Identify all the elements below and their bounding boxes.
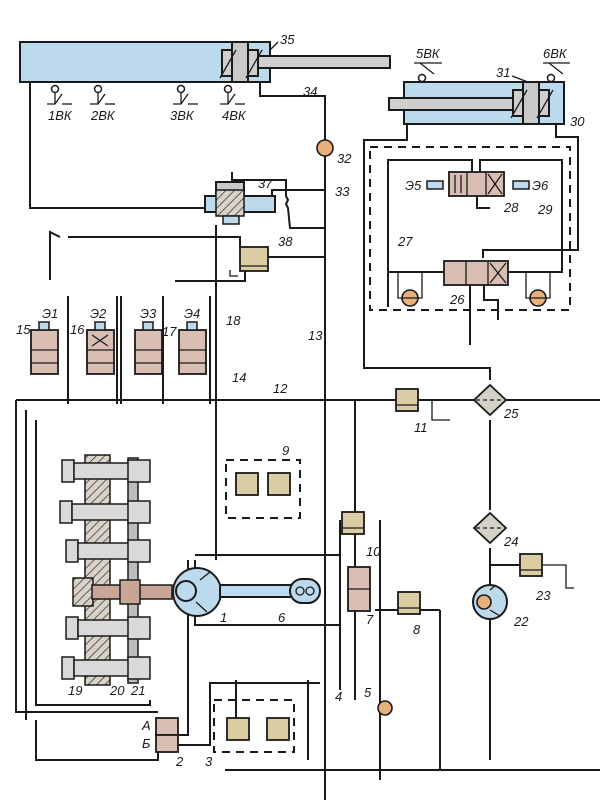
- label-20: 20: [109, 683, 125, 698]
- bolts: [59, 459, 151, 680]
- label-port-a: А: [141, 718, 151, 733]
- label-e2: Э2: [90, 306, 107, 321]
- relief-3a: [226, 717, 250, 741]
- label-16: 16: [70, 322, 85, 337]
- label-34: 34: [303, 84, 317, 99]
- lever-6-end: [289, 578, 321, 604]
- label-25: 25: [503, 406, 519, 421]
- label-26: 26: [449, 292, 465, 307]
- label-19: 19: [68, 683, 82, 698]
- cylinder-35: [19, 41, 391, 83]
- valve-2: [155, 717, 179, 753]
- label-23: 23: [535, 588, 551, 603]
- label-7: 7: [366, 612, 374, 627]
- label-9: 9: [282, 443, 289, 458]
- label-10: 10: [366, 544, 381, 559]
- label-33: 33: [335, 184, 350, 199]
- label-1: 1: [220, 610, 227, 625]
- fixture-body: [84, 454, 111, 686]
- label-27: 27: [397, 234, 413, 249]
- cylinder-31-rod: [388, 97, 520, 111]
- label-6: 6: [278, 610, 286, 625]
- label-32: 32: [337, 151, 352, 166]
- label-38: 38: [278, 234, 293, 249]
- cylinder-35-rod: [257, 55, 391, 69]
- limit-switch-4vk: [220, 84, 245, 105]
- label-12: 12: [273, 381, 288, 396]
- label-e3: Э3: [140, 306, 157, 321]
- solenoid-valve-17: [134, 321, 163, 375]
- label-29: 29: [537, 202, 552, 217]
- solenoid-valve-18: [178, 321, 207, 375]
- label-15: 15: [16, 322, 31, 337]
- label-5vk: 5ВК: [416, 46, 441, 61]
- solenoid-e6: [512, 180, 530, 190]
- cylinder-31: [388, 75, 565, 125]
- label-4: 4: [335, 689, 342, 704]
- solenoid-e5: [426, 180, 444, 190]
- label-37: 37: [258, 176, 273, 191]
- label-28: 28: [503, 200, 519, 215]
- pump-22: [472, 584, 508, 620]
- clamp-plate-20: [127, 457, 139, 684]
- valve-28: [387, 159, 563, 307]
- label-22: 22: [513, 614, 529, 629]
- label-31: 31: [496, 65, 510, 80]
- check-valve-5: [377, 700, 393, 716]
- label-13: 13: [308, 328, 323, 343]
- label-30: 30: [570, 114, 585, 129]
- block-9-dashed: [225, 459, 301, 519]
- block-3-dashed: [213, 699, 295, 753]
- check-valve-33: [316, 139, 334, 157]
- hydraulic-motor-1: [172, 567, 222, 617]
- relief-valve-23: [519, 553, 574, 589]
- label-24: 24: [503, 534, 518, 549]
- solenoid-valve-15: [30, 321, 59, 375]
- limit-switch-5vk: [414, 62, 442, 83]
- label-2: 2: [175, 754, 184, 769]
- directional-valve-7: [347, 566, 371, 612]
- label-11: 11: [414, 420, 428, 435]
- label-3vk: 3ВК: [170, 108, 195, 123]
- label-e4: Э4: [184, 306, 200, 321]
- label-2vk: 2ВК: [90, 108, 116, 123]
- pressure-valve-8: [397, 591, 421, 615]
- relief-9a: [235, 472, 259, 496]
- cylinder-35-piston: [231, 41, 249, 83]
- label-3: 3: [205, 754, 213, 769]
- label-18: 18: [226, 313, 241, 328]
- limit-switch-1vk: [47, 84, 72, 105]
- label-port-b: Б: [142, 736, 151, 751]
- label-14: 14: [232, 370, 246, 385]
- label-1vk: 1ВК: [48, 108, 73, 123]
- pressure-valve-38: [229, 246, 269, 277]
- limit-switch-3vk: [173, 84, 198, 105]
- limit-switch-6vk: [543, 62, 570, 83]
- piping: [15, 82, 600, 800]
- solenoid-valve-16: [86, 321, 115, 375]
- relief-9b: [267, 472, 291, 496]
- relief-3b: [266, 717, 290, 741]
- label-8: 8: [413, 622, 421, 637]
- label-e1: Э1: [42, 306, 58, 321]
- label-e6: Э6: [532, 178, 549, 193]
- lever-arm: [219, 584, 301, 598]
- pressure-valve-11: [395, 388, 450, 421]
- pressure-valve-10: [341, 511, 365, 535]
- label-17: 17: [162, 324, 177, 339]
- limit-switch-2vk: [90, 84, 115, 105]
- label-6vk: 6ВК: [543, 46, 568, 61]
- label-4vk: 4ВК: [222, 108, 247, 123]
- label-35: 35: [280, 32, 295, 47]
- label-e5: Э5: [405, 178, 422, 193]
- label-21: 21: [130, 683, 145, 698]
- label-5: 5: [364, 685, 372, 700]
- fixture-assembly: [59, 454, 173, 686]
- pilot-valve-37: [204, 181, 276, 225]
